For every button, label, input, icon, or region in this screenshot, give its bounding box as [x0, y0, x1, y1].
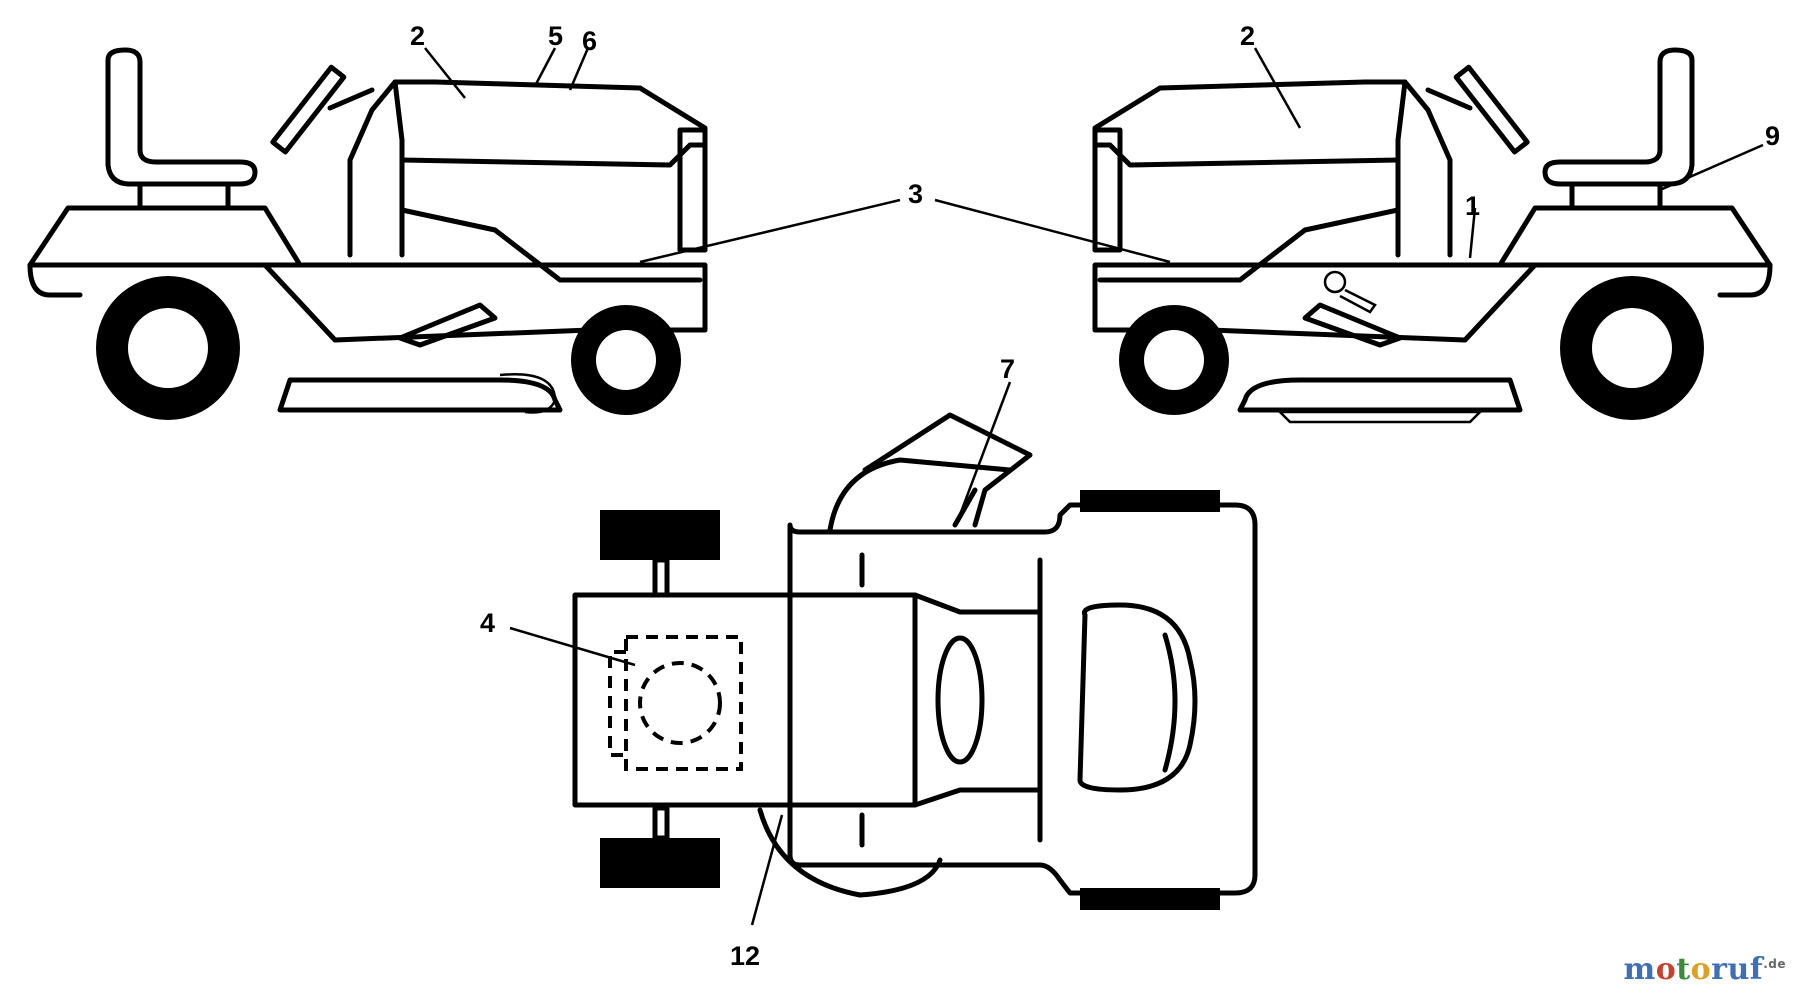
- tractor-left-side-view: [27, 47, 708, 420]
- label-part-7: 7: [1000, 354, 1015, 384]
- part-labels: 2 5 6 3 2 1 9 7 4 12: [410, 21, 1780, 971]
- label-part-2-left: 2: [410, 21, 425, 51]
- label-part-2-right: 2: [1240, 21, 1255, 51]
- leader-lines: [424, 47, 1764, 926]
- watermark-logo: motoruf.de: [1624, 952, 1786, 987]
- label-part-6: 6: [582, 26, 597, 56]
- tractor-right-side-view: [1092, 47, 1773, 424]
- watermark-part-5: ruf: [1711, 952, 1764, 987]
- label-part-4: 4: [480, 608, 495, 638]
- label-part-5: 5: [548, 21, 563, 51]
- label-part-12: 12: [730, 941, 760, 971]
- tractor-top-view: [572, 412, 1258, 910]
- watermark-part-4: o: [1690, 952, 1712, 987]
- label-part-9: 9: [1765, 121, 1780, 151]
- label-part-1: 1: [1465, 191, 1480, 221]
- watermark-part-3: t: [1676, 952, 1691, 987]
- watermark-suffix: .de: [1763, 957, 1786, 971]
- watermark-part-2: o: [1655, 952, 1677, 987]
- watermark-part-1: m: [1623, 952, 1656, 987]
- label-part-3: 3: [908, 179, 923, 209]
